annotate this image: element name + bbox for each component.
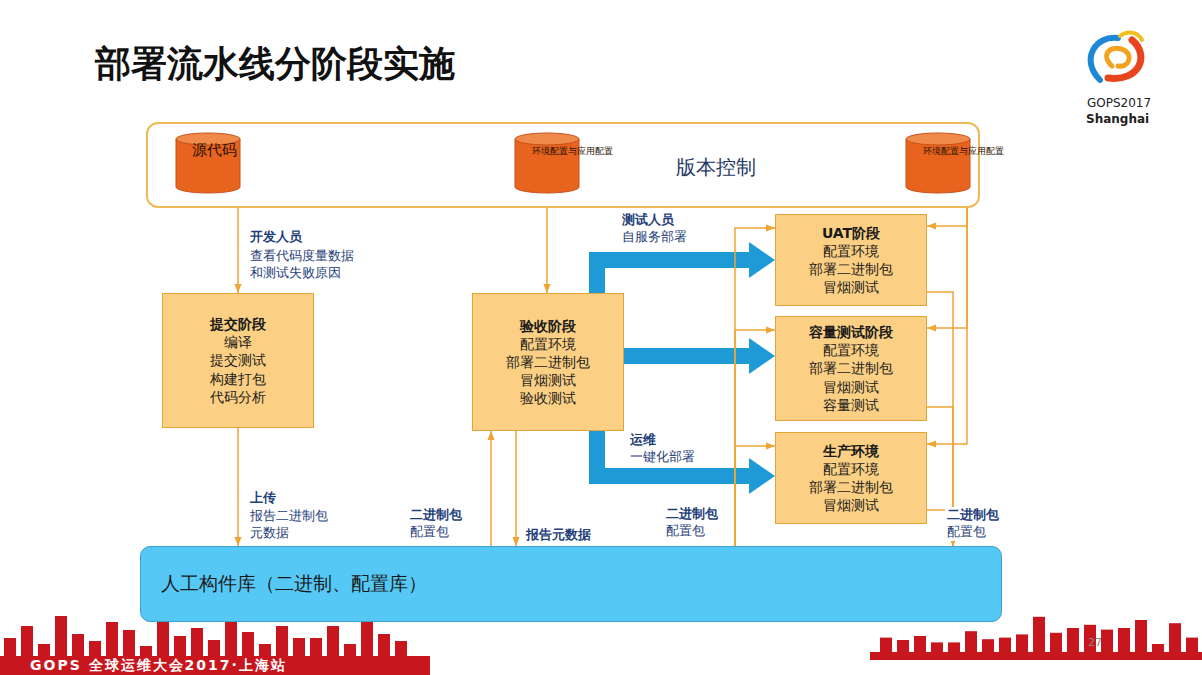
flow-line xyxy=(735,446,775,546)
edge-label: 二进制包 配置包 xyxy=(408,507,464,541)
edge-label: 二进制包 配置包 xyxy=(664,506,720,540)
stage-steps: 配置环境 部署二进制包 冒烟测试 容量测试 xyxy=(809,341,893,414)
edge-label: 上传 xyxy=(250,490,276,507)
flow-line xyxy=(546,194,548,293)
repository-cylinder: 源代码 xyxy=(175,132,241,194)
stage-box: 提交阶段编译 提交测试 构建打包 代码分析 xyxy=(162,293,314,428)
stage-title: 提交阶段 xyxy=(210,315,266,333)
edge-label: 开发人员 xyxy=(250,229,302,246)
node-label: 环境配置与应用配置 xyxy=(923,146,953,156)
edge-label: 测试人员 自服务部署 xyxy=(622,212,687,246)
stage-steps: 编译 提交测试 构建打包 代码分析 xyxy=(210,333,266,406)
deploy-arrow xyxy=(597,431,749,476)
stage-box: 容量测试阶段配置环境 部署二进制包 冒烟测试 容量测试 xyxy=(775,316,927,421)
stage-box: UAT阶段配置环境 部署二进制包 冒烟测试 xyxy=(775,214,927,306)
page-number: 27 xyxy=(1088,636,1102,650)
edge-label: 报告元数据 xyxy=(526,527,591,544)
stage-steps: 配置环境 部署二进制包 冒烟测试 xyxy=(809,460,893,515)
note: 报告二进制包 元数据 xyxy=(250,508,328,542)
footer-text: GOPS 全球运维大会2017·上海站 xyxy=(30,656,287,674)
artifact-repository: 人工构件库（二进制、配置库） xyxy=(140,546,1002,622)
stage-box: 生产环境配置环境 部署二进制包 冒烟测试 xyxy=(775,432,927,524)
cylinder-shape xyxy=(514,132,580,194)
stage-steps: 配置环境 部署二进制包 冒烟测试 xyxy=(809,242,893,297)
stage-title: 生产环境 xyxy=(823,442,879,460)
cylinder-shape xyxy=(905,132,971,194)
edge-label: 运维 一键化部署 xyxy=(630,432,695,466)
note: 查看代码度量数据 和测试失败原因 xyxy=(250,248,354,282)
node-label: 版本控制 xyxy=(676,154,756,181)
flow-line xyxy=(490,431,492,546)
version-control-band: 版本控制 源代码 环境配置与应用配置 环境配置与应用配置 xyxy=(146,122,980,208)
flow-line xyxy=(735,228,775,546)
flow-line xyxy=(735,330,775,546)
repository-cylinder: 环境配置与应用配置 xyxy=(514,132,580,194)
flow-line xyxy=(237,428,239,546)
stage-title: 容量测试阶段 xyxy=(809,323,893,341)
repository-cylinder: 环境配置与应用配置 xyxy=(905,132,971,194)
node-label: 源代码 xyxy=(192,142,224,159)
stage-title: UAT阶段 xyxy=(822,224,880,242)
flow-line xyxy=(927,194,967,328)
node-label: 环境配置与应用配置 xyxy=(532,146,562,156)
footer-bar xyxy=(870,652,1202,660)
deploy-arrow xyxy=(624,348,749,364)
title: 部署流水线分阶段实施 xyxy=(95,40,455,89)
logo-text: Shanghai xyxy=(1086,112,1149,128)
flow-line xyxy=(237,194,239,293)
gops-logo xyxy=(1091,33,1142,80)
flow-line xyxy=(515,431,517,546)
stage-box: 验收阶段配置环境 部署二进制包 冒烟测试 验收测试 xyxy=(472,293,624,431)
edge-label: 二进制包 配置包 xyxy=(945,507,1001,541)
stage-title: 验收阶段 xyxy=(520,317,576,335)
stage-steps: 配置环境 部署二进制包 冒烟测试 验收测试 xyxy=(506,335,590,408)
node-label: 人工构件库（二进制、配置库） xyxy=(161,571,427,597)
deploy-arrow xyxy=(597,260,749,293)
footer-bar xyxy=(0,656,430,675)
logo-text: GOPS2017 xyxy=(1087,96,1151,112)
